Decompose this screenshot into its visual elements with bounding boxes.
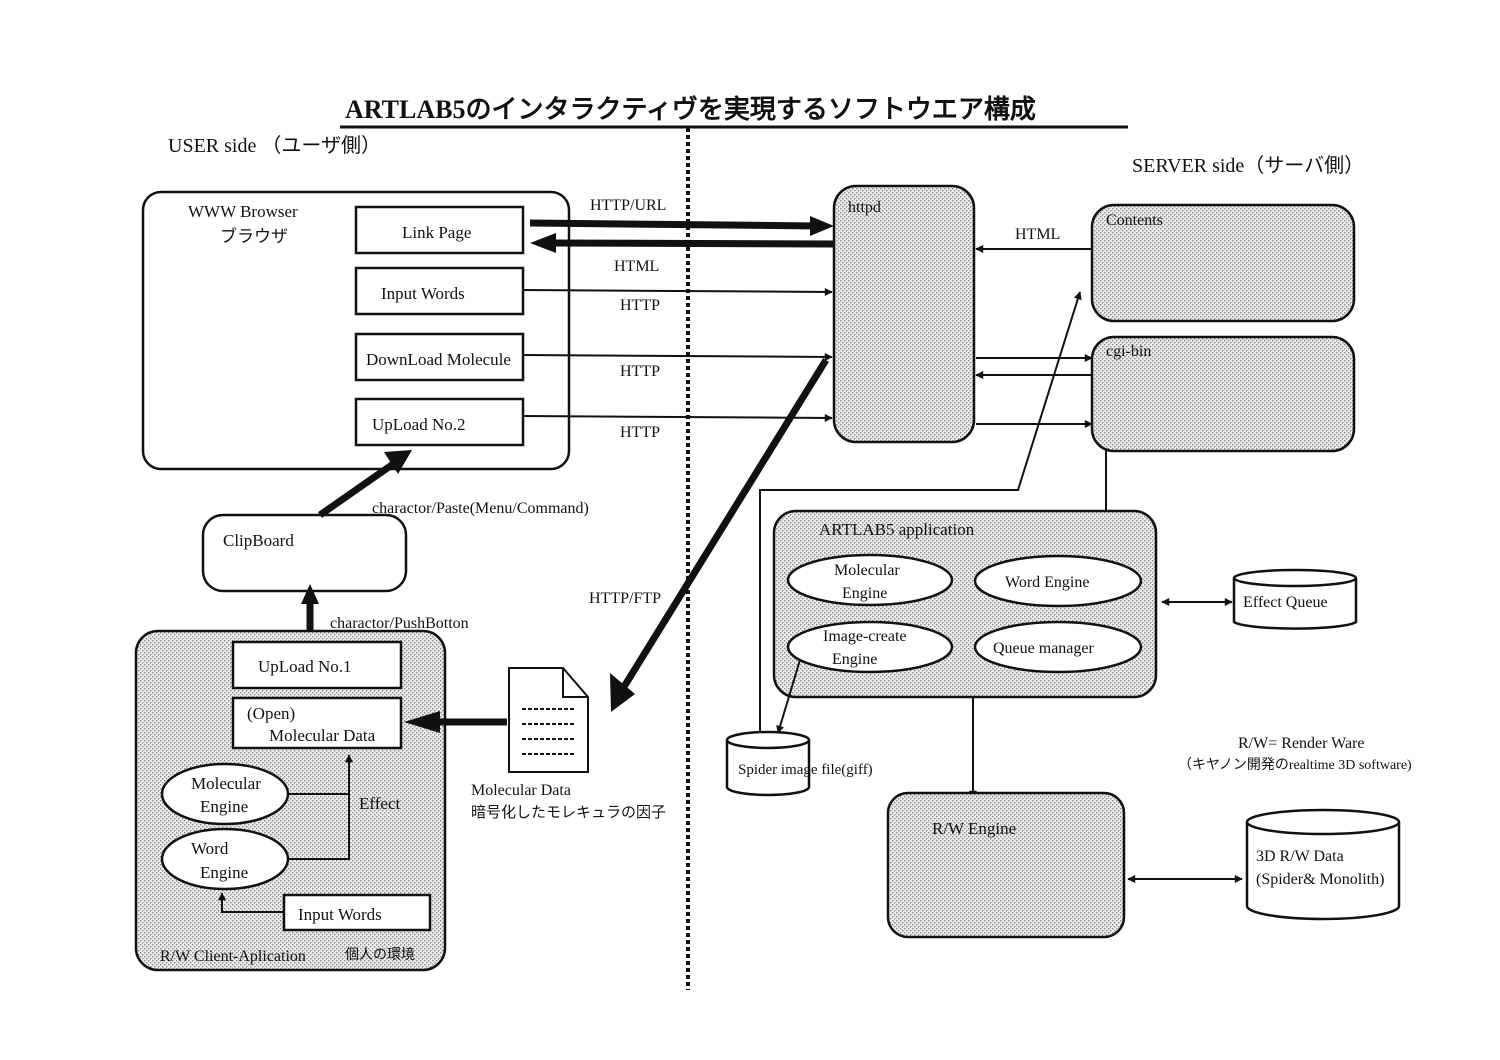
effect-queue-cylinder-top bbox=[1232, 568, 1358, 588]
rw-data-label-1: 3D R/W Data bbox=[1256, 848, 1344, 865]
contents-box bbox=[1090, 203, 1356, 323]
paste-arrow-head bbox=[384, 450, 412, 474]
input-words-browser-label: Input Words bbox=[381, 284, 465, 303]
server-side-label: SERVER side（サーバ側） bbox=[1132, 154, 1364, 177]
cgi-bin-label: cgi-bin bbox=[1106, 343, 1151, 360]
upload-http-arrow bbox=[522, 413, 833, 422]
pushbutton-arrow-head bbox=[301, 584, 319, 604]
effect-label: Effect bbox=[359, 794, 400, 813]
http-url-label: HTTP/URL bbox=[590, 197, 666, 214]
image-create-engine-label-2: Engine bbox=[832, 651, 877, 668]
cgi-bin-box bbox=[1090, 335, 1356, 453]
html-label-1: HTML bbox=[614, 258, 659, 275]
image-create-engine-label-1: Image-create bbox=[823, 628, 906, 645]
upload-no1-box[interactable] bbox=[231, 640, 403, 690]
upload-no1-label: UpLoad No.1 bbox=[258, 657, 351, 676]
open-molecular-data-box[interactable] bbox=[231, 696, 403, 750]
clipboard-label: ClipBoard bbox=[223, 531, 294, 550]
http-label-3: HTTP bbox=[620, 424, 660, 441]
diagram-title: ARTLAB5のインタラクティヴを実現するソフトウエア構成 bbox=[345, 94, 1036, 124]
render-ware-note: R/W= Render Ware bbox=[1238, 735, 1365, 752]
link-page-box[interactable] bbox=[354, 205, 525, 255]
queue-manager bbox=[973, 620, 1143, 674]
download-molecule-label: DownLoad Molecule bbox=[366, 350, 511, 369]
http-ftp-arrow-head bbox=[610, 673, 635, 712]
render-ware-note-jp: （キヤノン開発のrealtime 3D software) bbox=[1178, 757, 1412, 773]
molecular-data-file-label-2: 暗号化したモレキュラの因子 bbox=[471, 804, 666, 821]
spider-image-file-label: Spider image file(giff) bbox=[738, 762, 873, 778]
input-words-http-arrow bbox=[522, 287, 833, 296]
client-app-footer-jp: 個人の環境 bbox=[345, 947, 415, 963]
client-input-words-label: Input Words bbox=[298, 905, 382, 924]
file-fold-icon bbox=[562, 668, 588, 698]
image-create-engine bbox=[786, 620, 954, 674]
download-molecule-box[interactable] bbox=[354, 332, 525, 382]
http-label-1: HTTP bbox=[620, 297, 660, 314]
rw-data-cylinder bbox=[1245, 822, 1401, 921]
client-molecular-engine-label-1: Molecular bbox=[191, 774, 261, 793]
http-ftp-label: HTTP/FTP bbox=[589, 590, 661, 607]
contents-label: Contents bbox=[1106, 212, 1163, 229]
client-word-engine-label-2: Engine bbox=[200, 863, 248, 882]
server-word-engine bbox=[973, 554, 1143, 608]
spider-to-contents-line bbox=[759, 291, 1082, 738]
word-engine-effect-line bbox=[288, 754, 353, 860]
upload-no2-label: UpLoad No.2 bbox=[372, 415, 465, 434]
molecular-data-file-label-1: Molecular Data bbox=[471, 782, 571, 799]
file-to-open-arrow-head bbox=[404, 711, 440, 733]
http-ftp-arrow bbox=[619, 358, 829, 692]
user-side-label: USER side （ユーザ側） bbox=[168, 134, 381, 157]
client-app-footer: R/W Client-Aplication bbox=[160, 948, 306, 965]
server-molecular-engine-label-1: Molecular bbox=[834, 562, 900, 579]
httpd-label: httpd bbox=[848, 199, 881, 216]
rw-engine-label: R/W Engine bbox=[932, 819, 1016, 838]
open-label: (Open) bbox=[247, 704, 295, 723]
paste-label: charactor/Paste(Menu/Command) bbox=[372, 500, 589, 517]
rw-engine-box bbox=[886, 791, 1126, 939]
effect-queue-label: Effect Queue bbox=[1243, 594, 1328, 611]
server-molecular-engine bbox=[786, 553, 954, 607]
queue-manager-label: Queue manager bbox=[993, 640, 1095, 657]
rw-data-label-2: (Spider& Monolith) bbox=[1256, 871, 1384, 888]
clipboard-box bbox=[201, 513, 408, 593]
http-label-2: HTTP bbox=[620, 363, 660, 380]
image-engine-to-spider-arrow bbox=[776, 659, 801, 734]
paste-arrow bbox=[317, 459, 399, 518]
effect-queue-cylinder bbox=[1232, 578, 1358, 630]
molecular-data-file-icon bbox=[508, 667, 589, 773]
html-return-arrow bbox=[549, 239, 835, 248]
download-http-arrow bbox=[522, 352, 833, 361]
server-molecular-engine-label-2: Engine bbox=[842, 585, 887, 602]
client-word-engine-label-1: Word bbox=[191, 839, 229, 858]
spider-image-file-cylinder bbox=[725, 740, 811, 797]
molecular-data-label: Molecular Data bbox=[269, 726, 376, 745]
httpd-box bbox=[832, 184, 976, 444]
html-return-arrow-head bbox=[530, 233, 556, 253]
spider-image-file-cylinder-top bbox=[725, 730, 811, 750]
browser-title-en: WWW Browser bbox=[188, 202, 298, 221]
html-label-2: HTML bbox=[1015, 226, 1060, 243]
client-molecular-engine-label-2: Engine bbox=[200, 797, 248, 816]
link-page-label: Link Page bbox=[402, 223, 471, 242]
client-input-words-box[interactable] bbox=[282, 893, 432, 932]
rw-data-cylinder-top bbox=[1245, 808, 1401, 836]
server-word-engine-label: Word Engine bbox=[1005, 574, 1089, 591]
upload-no2-box[interactable] bbox=[354, 397, 525, 447]
artlab5-application-label: ARTLAB5 application bbox=[819, 520, 975, 539]
http-url-arrow-head bbox=[810, 216, 834, 236]
http-url-arrow bbox=[529, 219, 819, 230]
input-words-to-word-engine-arrow bbox=[218, 892, 284, 913]
pushbutton-label: charactor/PushBotton bbox=[330, 615, 469, 632]
browser-title-jp: ブラウザ bbox=[220, 226, 288, 246]
